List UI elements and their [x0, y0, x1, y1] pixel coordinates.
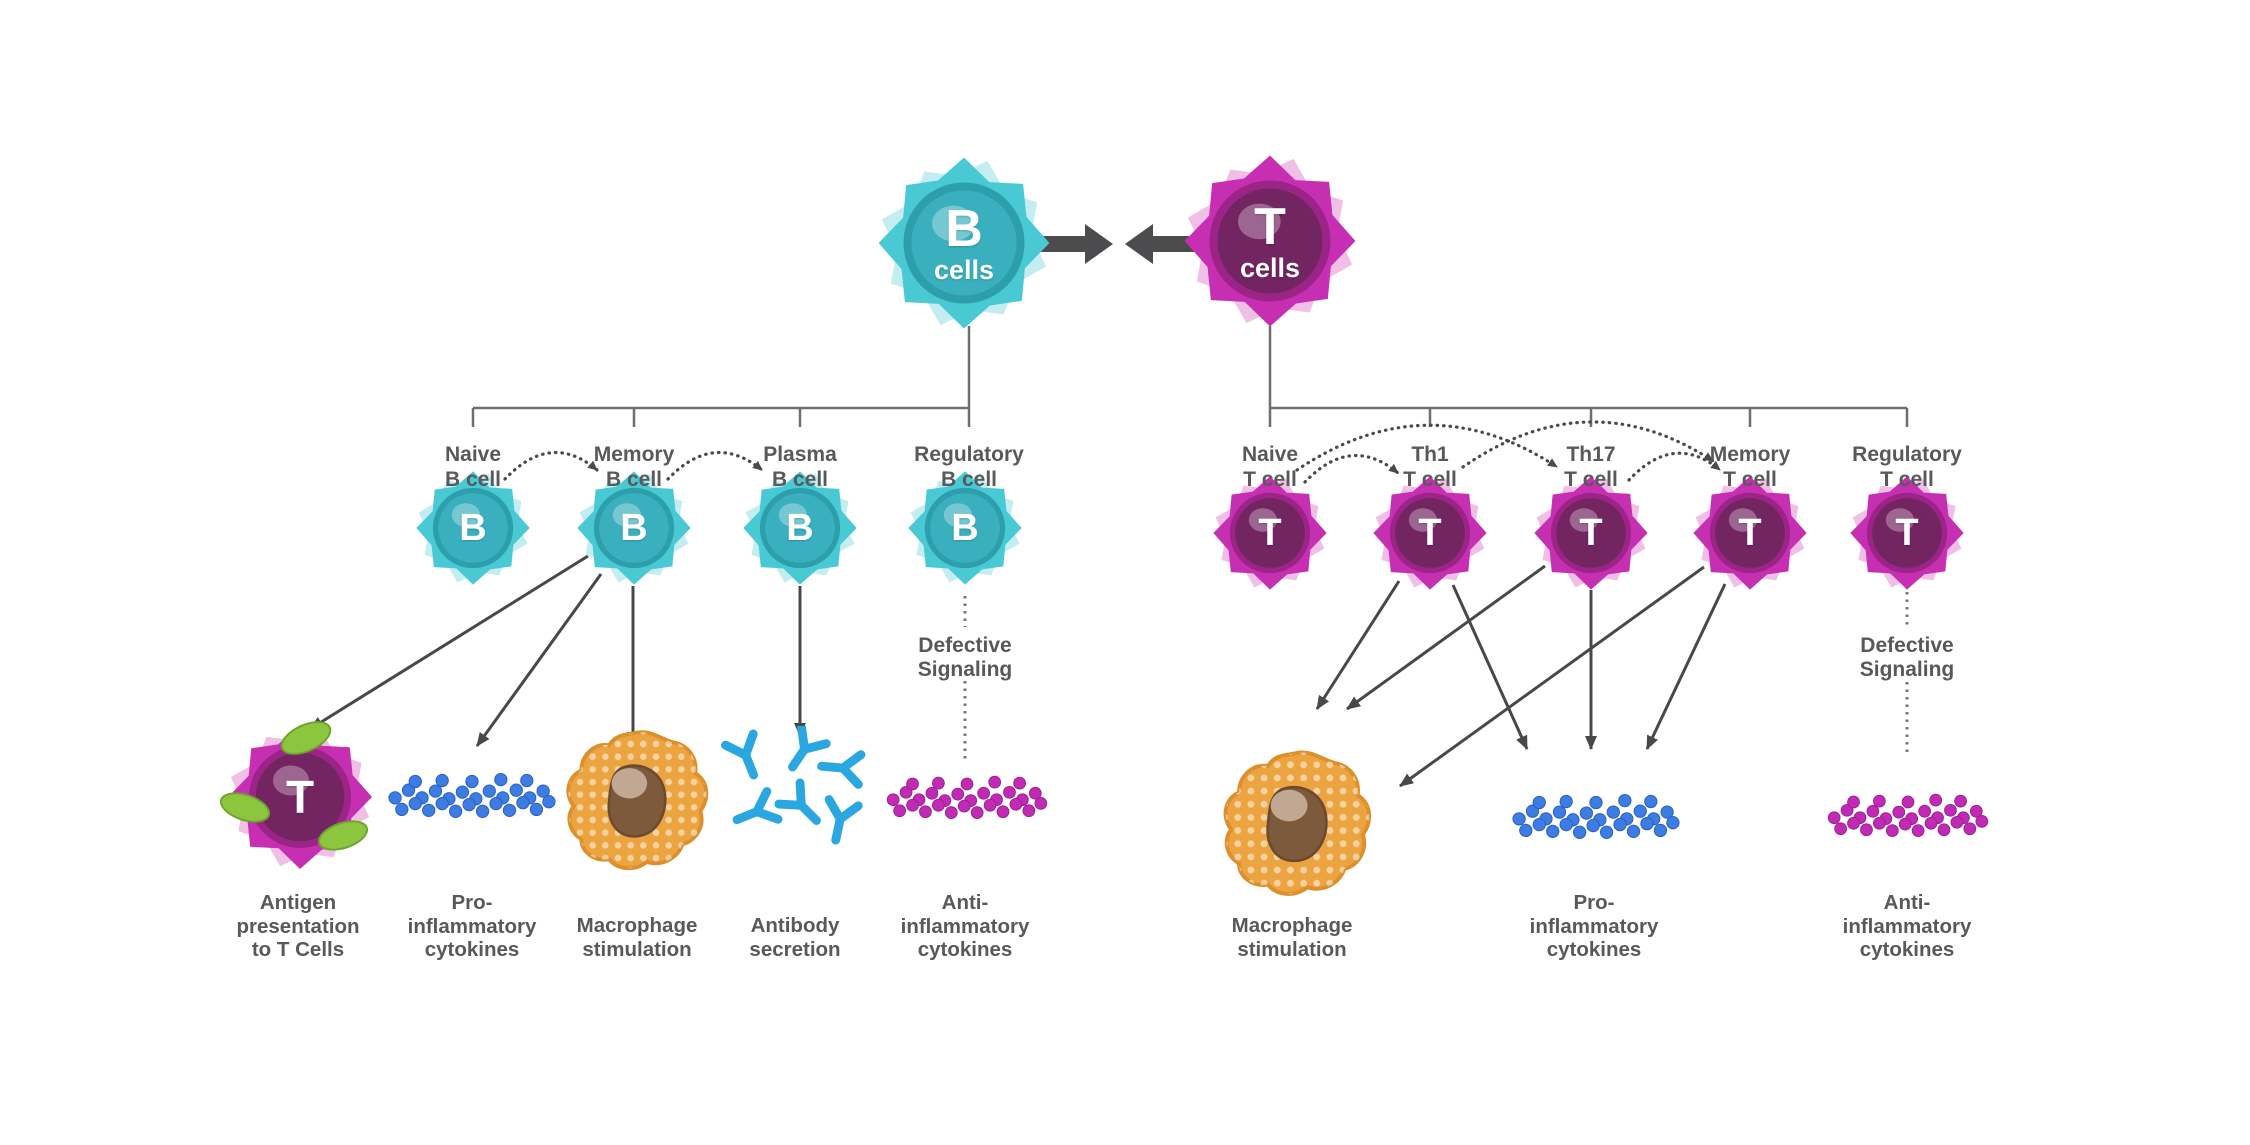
th17-t-cell-icon: T [1532, 474, 1650, 592]
antibodies-icon [710, 726, 870, 856]
naive-t-cell-icon: T [1211, 474, 1329, 592]
label-memory-b-cell: Memory B cell [593, 443, 675, 491]
b-to-t-arrow [1038, 224, 1113, 264]
label-regulatory-t-cell: Regulatory T cell [1852, 443, 1962, 491]
b-cells-word: cells [933, 254, 995, 285]
pro-inflammatory-dots-b [384, 769, 560, 819]
plasma-b-cell-icon: B [741, 469, 859, 587]
t-cells-letter: T [1254, 197, 1286, 256]
label-naive-b-cell: Naive B cell [444, 443, 502, 491]
cell-letter: T [1418, 512, 1442, 554]
label-anti-inflammatory-b: Anti- inflammatory cytokines [900, 891, 1030, 961]
cell-letter: T [1895, 512, 1919, 554]
t-lineage-tree-lines [1268, 326, 1909, 427]
pro-inflammatory-dots-t [1508, 790, 1684, 840]
anti-inflammatory-dots-t [1823, 790, 1993, 838]
label-naive-t-cell: Naive T cell [1241, 443, 1299, 491]
cell-letter: T [1579, 512, 1603, 554]
cell-letter: T [1738, 512, 1762, 554]
cell-letter: B [786, 507, 814, 549]
antigen-presenting-t-cell-icon: T [216, 714, 375, 872]
label-antibody-secretion: Antibody secretion [749, 914, 841, 961]
t-outcome-arrows [1315, 564, 1727, 788]
memory-t-cell-icon: T [1691, 474, 1809, 592]
b-cells-letter: B [945, 199, 983, 258]
macrophage-icon-b [561, 725, 713, 877]
memory-b-cell-icon: B [575, 469, 693, 587]
t-cells-hero: T cells [1181, 152, 1359, 330]
label-antigen-presentation: Antigen presentation to T Cells [236, 891, 360, 961]
defective-signaling-b: Defective Signaling [917, 634, 1013, 681]
label-pro-inflammatory-t: Pro- inflammatory cytokines [1529, 891, 1659, 961]
regulatory-b-cell-icon: B [906, 469, 1024, 587]
cell-letter: T [1258, 512, 1282, 554]
label-plasma-b-cell: Plasma B cell [763, 443, 837, 491]
defective-signaling-lines [963, 592, 1909, 759]
label-macrophage-stimulation-b: Macrophage stimulation [576, 914, 698, 961]
label-macrophage-stimulation-t: Macrophage stimulation [1231, 914, 1353, 961]
macrophage-icon-t [1218, 745, 1376, 903]
b-cells-hero: B cells [875, 154, 1053, 332]
cell-letter: T [285, 771, 315, 823]
b-outcome-arrows [309, 554, 806, 747]
cell-letter: B [951, 507, 979, 549]
label-regulatory-b-cell: Regulatory B cell [914, 443, 1024, 491]
regulatory-t-cell-icon: T [1848, 474, 1966, 592]
t-cells-word: cells [1239, 252, 1301, 283]
label-pro-inflammatory-b: Pro- inflammatory cytokines [407, 891, 537, 961]
label-memory-t-cell: Memory T cell [1709, 443, 1791, 491]
label-anti-inflammatory-t: Anti- inflammatory cytokines [1842, 891, 1972, 961]
differentiation-arcs [503, 420, 1722, 484]
anti-inflammatory-dots-b [882, 772, 1052, 820]
defective-signaling-t: Defective Signaling [1859, 634, 1955, 681]
naive-b-cell-icon: B [414, 469, 532, 587]
t-to-b-arrow [1125, 224, 1200, 264]
cell-letter: B [459, 507, 487, 549]
label-th1-t-cell: Th1 T cell [1403, 443, 1457, 491]
th1-t-cell-icon: T [1371, 474, 1489, 592]
b-lineage-tree-lines [471, 326, 971, 427]
cell-letter: B [620, 507, 648, 549]
label-th17-t-cell: Th17 T cell [1564, 443, 1618, 491]
